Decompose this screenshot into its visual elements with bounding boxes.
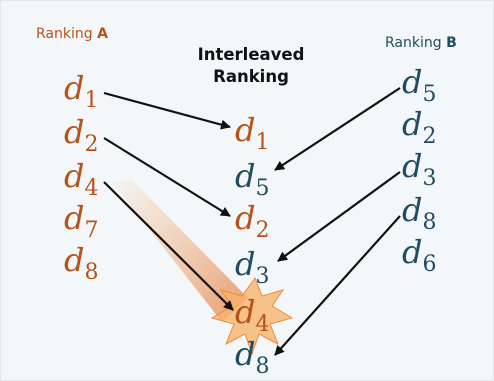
doc-index: 3: [422, 166, 437, 191]
doc-var: d: [402, 233, 423, 271]
interleaved-item: d3: [235, 245, 269, 288]
doc-var: d: [64, 241, 85, 279]
doc-index: 1: [84, 88, 99, 113]
doc-var: d: [402, 191, 423, 229]
doc-var: d: [64, 113, 85, 151]
ranking-a-label-prefix: Ranking: [36, 26, 98, 42]
doc-var: d: [235, 111, 256, 149]
doc-var: d: [235, 157, 256, 195]
doc-index: 8: [422, 210, 437, 235]
ranking-b-item: d6: [402, 233, 436, 276]
interleaved-item-highlighted: d4: [235, 293, 269, 336]
doc-var: d: [402, 105, 423, 143]
ranking-b-label-prefix: Ranking: [385, 35, 447, 51]
ranking-a-item: d2: [64, 113, 98, 156]
doc-var: d: [402, 63, 423, 101]
doc-index: 3: [255, 264, 270, 289]
ranking-a-label-letter: A: [97, 26, 108, 42]
ranking-b-item: d2: [402, 105, 436, 148]
interleaved-item: d1: [235, 111, 269, 154]
doc-var: d: [235, 245, 256, 283]
ranking-b-label-letter: B: [446, 35, 457, 51]
ranking-b-item: d3: [402, 147, 436, 190]
doc-var: d: [235, 293, 256, 331]
ranking-a-item: d4: [64, 157, 98, 200]
doc-index: 8: [84, 260, 99, 285]
doc-index: 4: [84, 176, 99, 201]
ranking-a-item: d1: [64, 69, 98, 112]
ranking-a-item: d8: [64, 241, 98, 284]
doc-index: 2: [84, 132, 99, 157]
doc-index: 7: [84, 218, 99, 243]
arrow-b-d5: [274, 87, 401, 171]
doc-var: d: [64, 157, 85, 195]
arrow-a-d2: [103, 137, 231, 217]
interleaved-title: Interleaved Ranking: [177, 44, 325, 88]
doc-var: d: [235, 335, 256, 373]
ranking-b-item: d5: [402, 63, 436, 106]
ranking-b-item: d8: [402, 191, 436, 234]
interleaved-title-line1: Interleaved: [197, 45, 305, 64]
doc-index: 2: [422, 124, 437, 149]
highlight-glow: [112, 180, 248, 322]
arrow-b-d8: [274, 215, 401, 356]
arrow-a-d1: [103, 91, 231, 130]
interleaved-item: d5: [235, 157, 269, 200]
doc-index: 5: [422, 82, 437, 107]
doc-index: 5: [255, 176, 270, 201]
interleaved-item: d8: [235, 335, 269, 378]
ranking-b-label: Ranking B: [385, 35, 457, 51]
arrow-b-d3: [277, 171, 401, 262]
doc-index: 6: [422, 252, 437, 277]
arrow-a-d4: [103, 181, 234, 311]
doc-var: d: [64, 199, 85, 237]
interleaved-title-line2: Ranking: [213, 67, 289, 86]
doc-index: 4: [255, 312, 270, 337]
interleaved-item: d2: [235, 199, 269, 242]
ranking-a-item: d7: [64, 199, 98, 242]
ranking-a-label: Ranking A: [36, 26, 108, 42]
doc-var: d: [64, 69, 85, 107]
doc-var: d: [402, 147, 423, 185]
doc-index: 8: [255, 354, 270, 379]
doc-var: d: [235, 199, 256, 237]
doc-index: 1: [255, 130, 270, 155]
doc-index: 2: [255, 218, 270, 243]
